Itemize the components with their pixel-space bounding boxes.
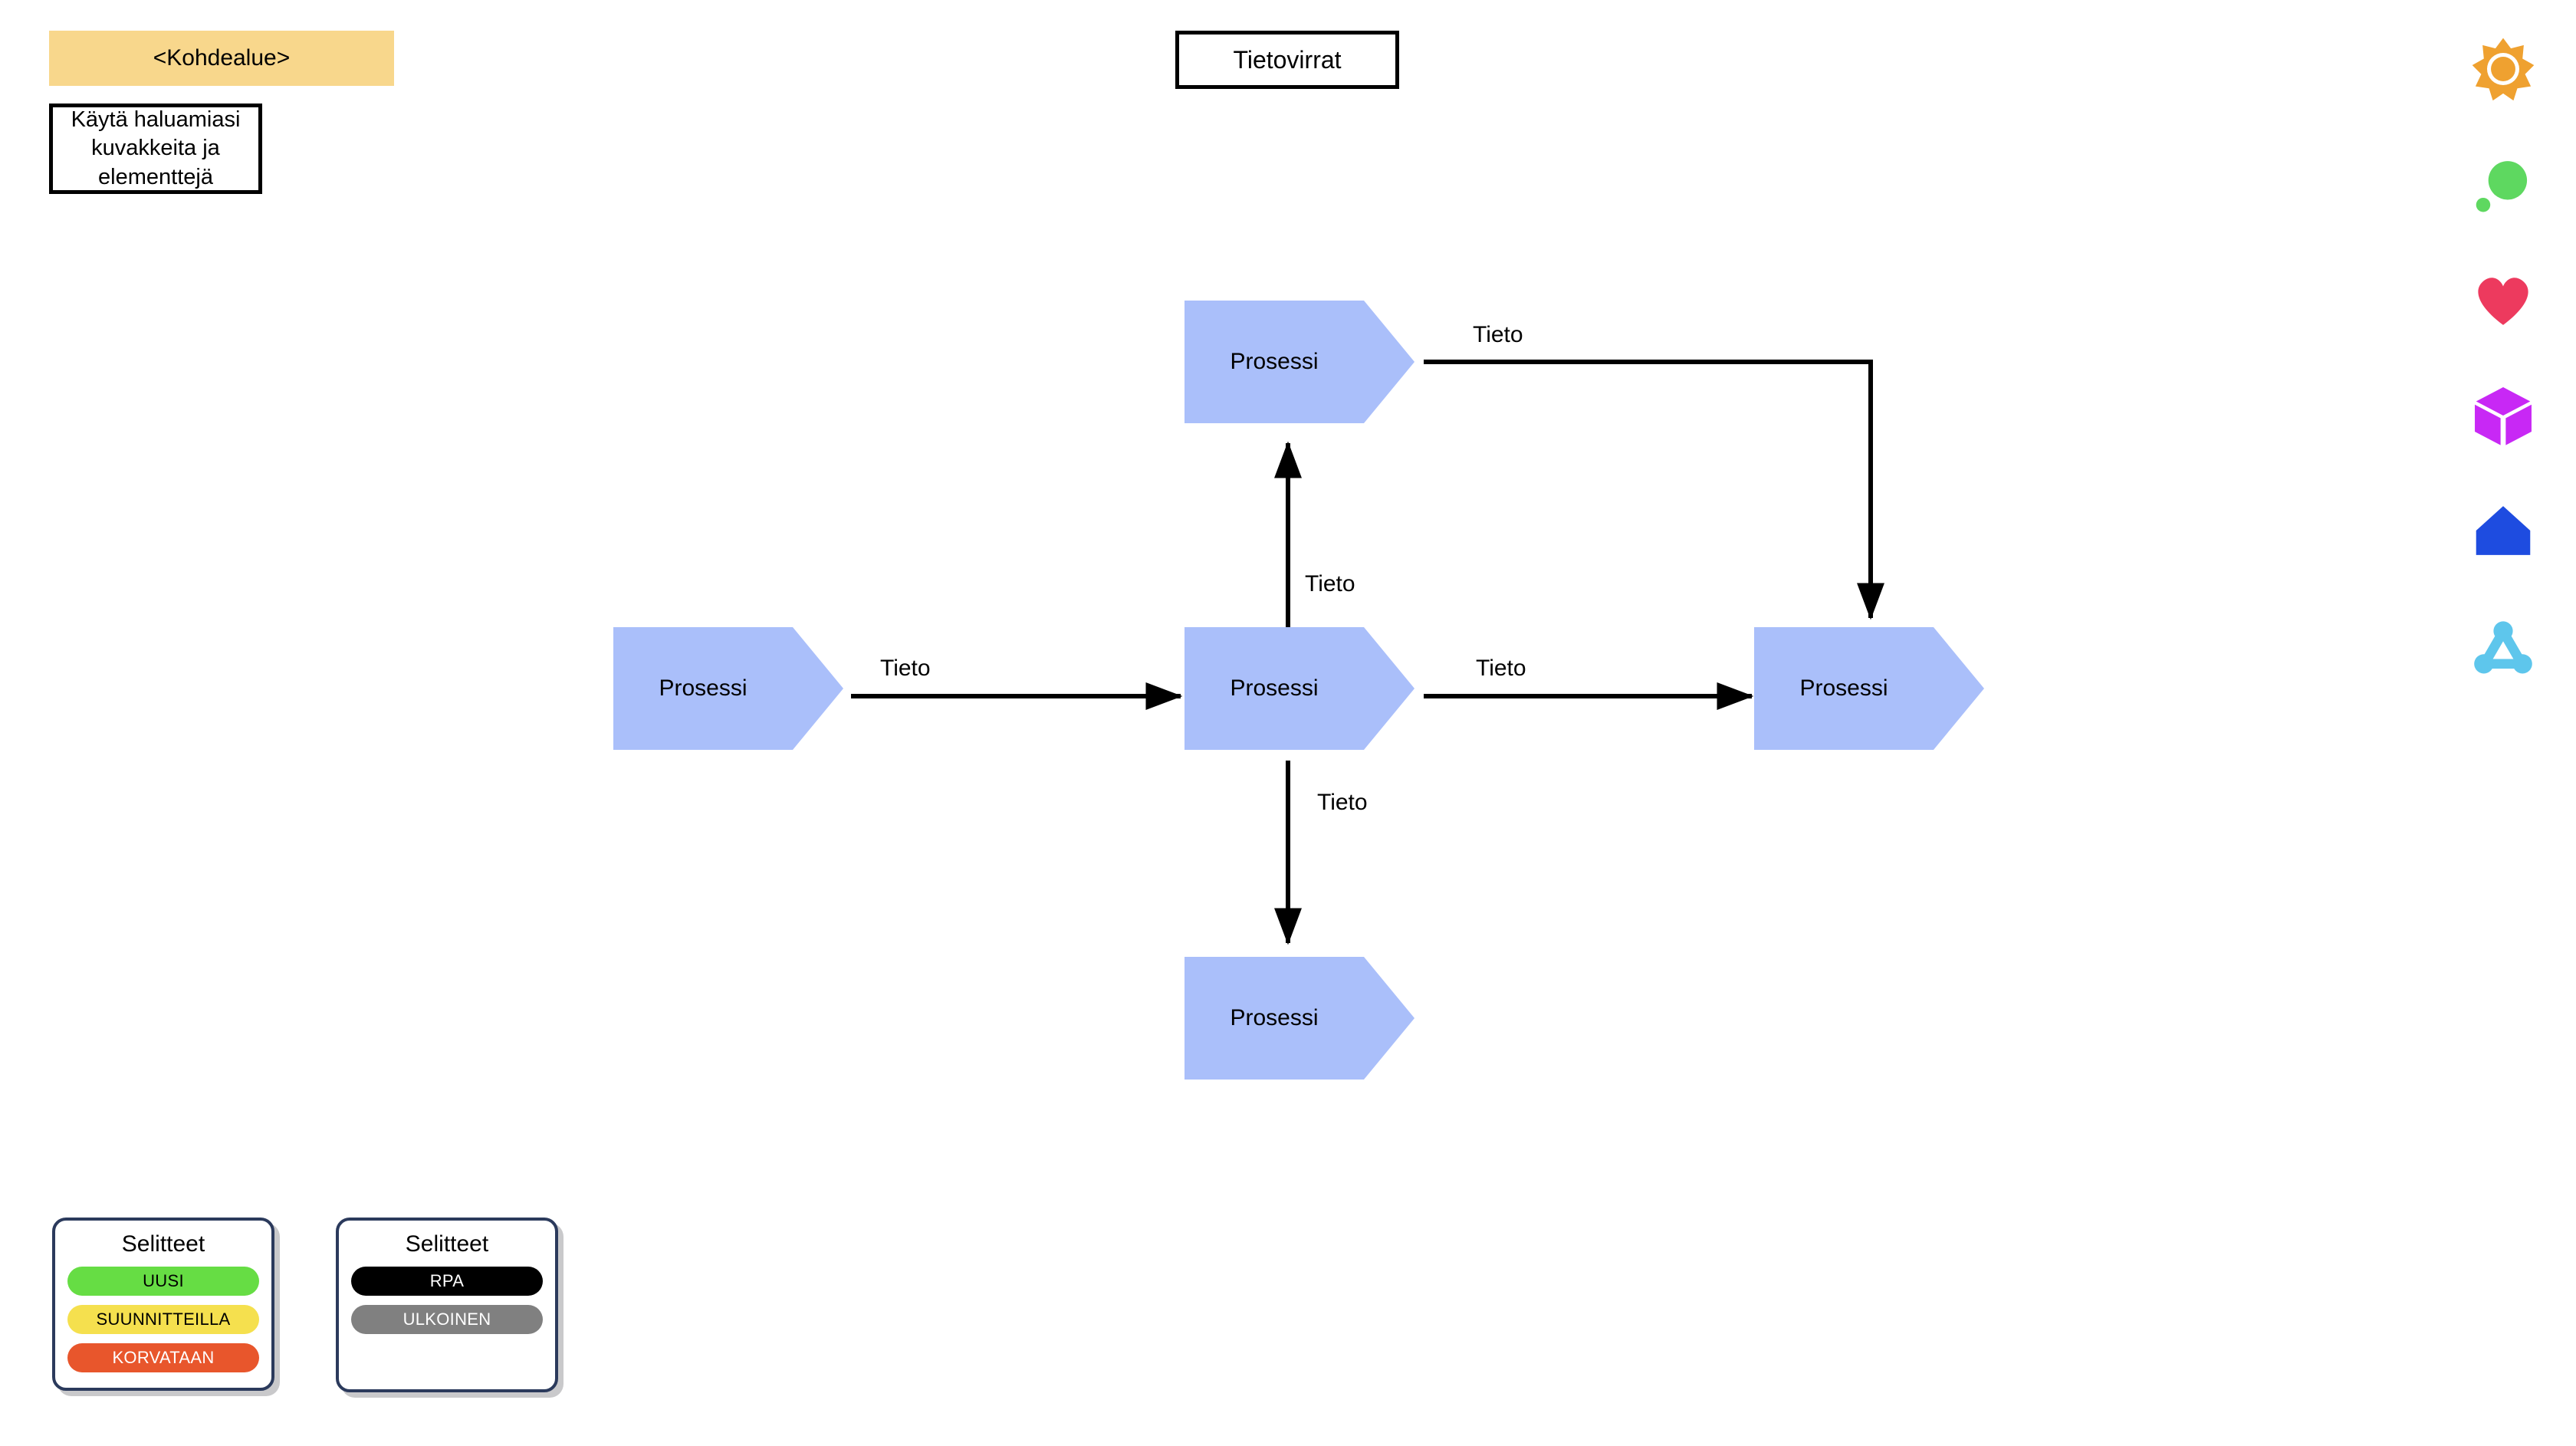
process-node-bottom[interactable]: Prosessi [1184,957,1414,1080]
network-icon[interactable] [2471,615,2535,679]
legend-type-title: Selitteet [405,1231,489,1257]
legend-pill-rpa[interactable]: RPA [351,1267,543,1296]
cube-icon[interactable] [2471,383,2535,448]
edge-label-top-to-right: Tieto [1473,322,1523,347]
legend-pill-korvataan[interactable]: KORVATAAN [67,1343,259,1372]
process-node-right[interactable]: Prosessi [1754,627,1984,750]
heart-icon[interactable] [2471,268,2535,333]
legend-pill-ulkoinen-label: ULKOINEN [402,1310,491,1329]
edge-label-center-to-right: Tieto [1476,656,1526,681]
legend-status-box[interactable]: Selitteet UUSI SUUNNITTEILLA KORVATAAN [52,1218,274,1391]
process-node-left[interactable]: Prosessi [613,627,843,750]
edge-label-left-to-center: Tieto [880,656,931,681]
process-node-left-label: Prosessi [659,675,748,701]
process-node-top-label: Prosessi [1230,349,1319,374]
domain-header-banner[interactable]: <Kohdealue> [49,31,394,86]
process-node-bottom-label: Prosessi [1230,1005,1319,1030]
edge-label-center-to-bottom: Tieto [1317,790,1368,815]
legend-pill-rpa-label: RPA [429,1271,465,1290]
legend-pill-uusi-label: UUSI [143,1271,184,1290]
legend-pill-uusi[interactable]: UUSI [67,1267,259,1296]
legend-pill-korvataan-label: KORVATAAN [112,1348,215,1367]
diagram-title-box[interactable]: Tietovirrat [1175,31,1399,89]
process-node-right-label: Prosessi [1799,675,1888,701]
diagram-title-label: Tietovirrat [1233,45,1342,74]
edge-label-center-to-top: Tieto [1305,571,1355,596]
legend-pill-suunnitteilla-label: SUUNNITTEILLA [96,1310,231,1329]
icon-rail [2453,23,2553,728]
sun-icon[interactable] [2471,37,2535,101]
process-node-center[interactable]: Prosessi [1184,627,1414,750]
legend-type-box[interactable]: Selitteet RPA ULKOINEN [336,1218,558,1392]
legend-pill-suunnitteilla[interactable]: SUUNNITTEILLA [67,1305,259,1334]
process-node-center-label: Prosessi [1230,675,1319,701]
domain-header-label: <Kohdealue> [153,45,291,71]
house-icon[interactable] [2471,498,2535,563]
hint-note-text: Käytä haluamiasi kuvakkeita ja elementte… [71,107,241,189]
legend-pill-ulkoinen[interactable]: ULKOINEN [351,1305,543,1334]
connector-top-to-right [1424,360,1884,620]
hint-note-box[interactable]: Käytä haluamiasi kuvakkeita ja elementte… [49,104,262,194]
bubbles-icon[interactable] [2471,153,2535,218]
legend-status-title: Selitteet [121,1231,205,1257]
process-node-top[interactable]: Prosessi [1184,301,1414,423]
